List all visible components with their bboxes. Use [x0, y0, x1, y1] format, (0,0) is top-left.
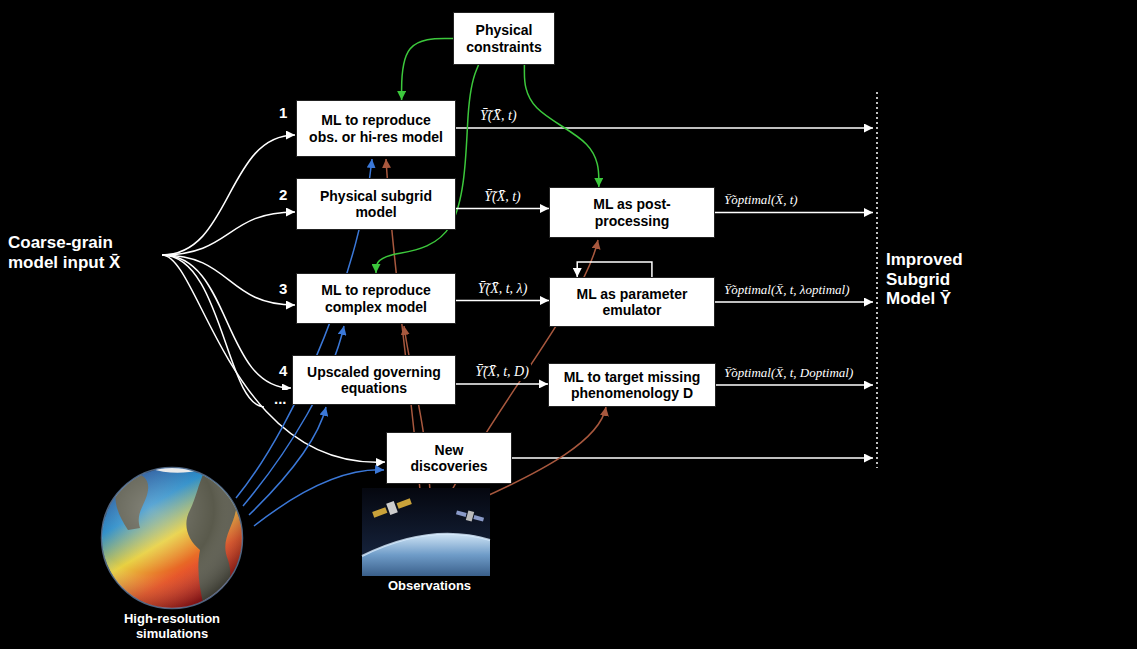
data-arrow — [249, 407, 326, 515]
connector-arrow — [376, 65, 479, 273]
globe-shade — [102, 468, 242, 608]
connector-arrow — [456, 383, 548, 385]
solar-panel — [456, 510, 467, 516]
box-text: Physical subgrid model — [305, 188, 447, 220]
box-text: ML as post-processing — [572, 196, 692, 228]
edge-formula: Ȳ̃(X̄, t, λ) — [476, 281, 530, 298]
connector-arrow — [402, 39, 453, 101]
output-arrow — [512, 457, 873, 459]
callout-number: ... — [274, 390, 287, 407]
data-arrow — [243, 326, 344, 506]
output-formula: Ȳ̃optimal(X̄, t) — [722, 192, 800, 208]
process-box: ML as parameter emulator — [549, 277, 715, 327]
callout-number: 1 — [279, 104, 287, 121]
box-text: ML to reproduce obs. or hi-res model — [305, 112, 447, 144]
input-arrow — [162, 255, 295, 305]
connector-arrow — [524, 65, 598, 187]
globe-atmosphere — [102, 468, 243, 609]
input-arrow — [162, 135, 295, 255]
output-arrow — [456, 127, 873, 129]
side-label: Observations — [388, 579, 471, 594]
input-arrow — [162, 255, 291, 388]
earth-limb — [362, 534, 490, 576]
satellite-body — [466, 510, 474, 521]
process-box: Physical subgrid model — [296, 178, 456, 230]
output-arrow — [715, 301, 873, 303]
output-arrow — [715, 212, 873, 214]
output-formula: Ȳ̃optimal(X̄, t, Doptimal) — [722, 365, 855, 381]
connector-arrow — [456, 300, 549, 302]
box-text: Physical constraints — [460, 22, 548, 54]
box-text: New discoveries — [404, 442, 494, 474]
dotted-boundary — [876, 92, 878, 468]
process-box: ML to target missing phenomenology D — [548, 363, 716, 407]
output-arrows — [456, 92, 877, 468]
side-label: High-resolution simulations — [102, 612, 242, 642]
edge-formula: Ȳ̃(X̄, t) — [482, 189, 523, 206]
connector-arrow — [577, 262, 652, 277]
process-box: ML to reproduce complex model — [296, 273, 456, 324]
process-box: New discoveries — [386, 432, 512, 484]
process-box: Physical constraints — [453, 12, 555, 65]
space-ground — [362, 488, 490, 576]
satellite-picture — [362, 488, 490, 576]
input-arrow — [162, 212, 295, 255]
box-text: Upscaled governing equations — [301, 364, 447, 396]
solar-panel — [372, 507, 387, 517]
globe-illustration — [102, 460, 243, 612]
side-label: Coarse-grain model input X̄ — [8, 233, 158, 272]
box-text: ML as parameter emulator — [567, 286, 697, 318]
satellite-body — [386, 501, 398, 515]
process-box: ML to reproduce obs. or hi-res model — [296, 100, 456, 157]
connector-arrow — [456, 208, 549, 210]
process-box: Upscaled governing equations — [292, 355, 456, 405]
box-text: ML to reproduce complex model — [305, 282, 447, 314]
callout-number: 4 — [279, 362, 287, 379]
output-formula: Ȳ̃optimal(X̄, t, λoptimal) — [722, 282, 852, 298]
box-text: ML to target missing phenomenology D — [556, 369, 708, 401]
solar-panel — [397, 498, 412, 508]
output-arrow — [715, 384, 873, 386]
callout-number: 2 — [279, 186, 287, 203]
edge-formula: Ȳ̃(X̄, t, D) — [473, 364, 531, 381]
satellite — [455, 508, 485, 525]
solar-panel — [473, 515, 484, 521]
callout-number: 3 — [279, 280, 287, 297]
satellite — [371, 496, 413, 521]
atmosphere-line — [362, 534, 490, 556]
output-formula: Ȳ̃(X̄, t) — [478, 108, 519, 125]
side-label: Improved Subgrid Model Ȳ — [886, 250, 996, 309]
process-box: ML as post-processing — [549, 187, 715, 238]
globe-ocean — [102, 468, 242, 608]
